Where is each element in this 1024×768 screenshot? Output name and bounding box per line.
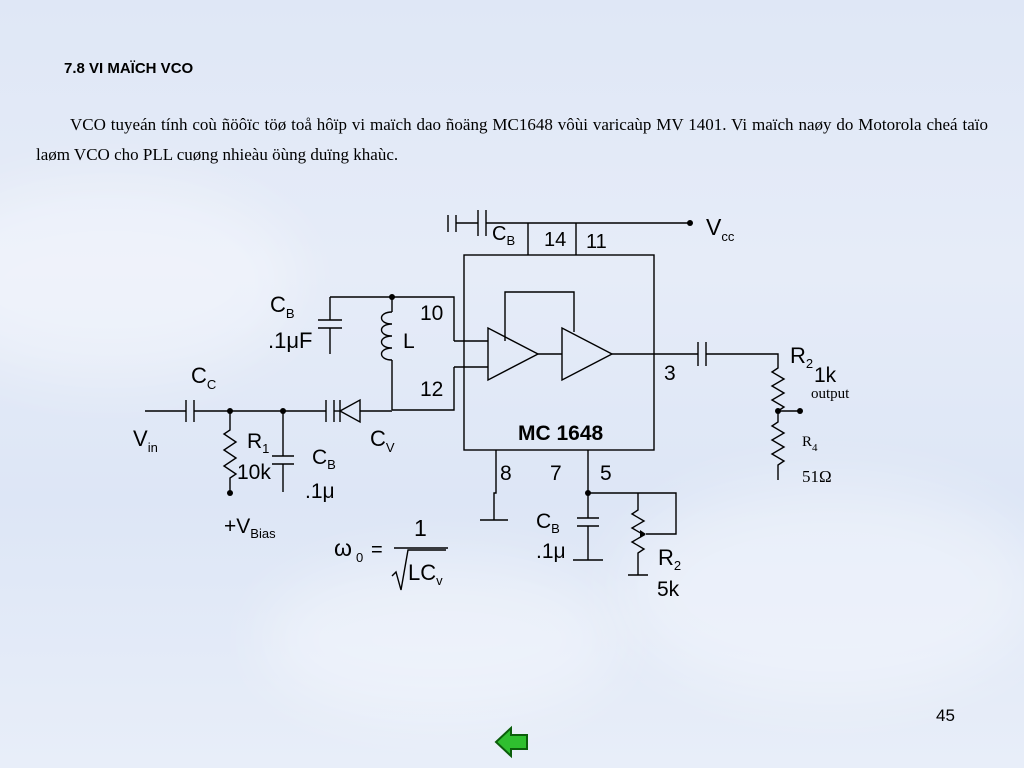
pin-7-label: 7 [550, 462, 562, 485]
r1-value: 10k [237, 461, 271, 484]
cc-label: CC [191, 363, 216, 392]
inductor-coil [380, 311, 393, 361]
formula-equals: = [371, 539, 383, 561]
pin-8-label: 8 [500, 462, 512, 485]
page-number: 45 [936, 706, 955, 725]
green-left-arrow-icon [494, 725, 528, 759]
inductor-label: L [403, 330, 415, 353]
r4-label: R4 [802, 434, 818, 454]
cb-pin5-value: .1μ [536, 540, 566, 563]
slide-body-text: VCO tuyeán tính coù ñöôïc töø toå hôïp v… [36, 115, 988, 164]
cv-label: CV [370, 426, 395, 455]
formula-omega-sub: 0 [356, 550, 363, 565]
vcc-label: Vcc [706, 214, 735, 244]
cb-tank-value: .1μF [268, 328, 312, 353]
cb-top-label: CB [492, 223, 515, 248]
pin-11-label: 11 [586, 231, 607, 253]
pin-12-label: 12 [420, 378, 443, 401]
cb-tank-label: CB [270, 292, 295, 321]
r2-pot-label: R2 [658, 545, 681, 573]
r2-out-label: R2 [790, 343, 813, 371]
amplifier-1 [487, 326, 540, 382]
pin-14-label: 14 [544, 229, 566, 251]
output-terminal [797, 408, 803, 414]
formula-denominator: LCv [408, 560, 443, 588]
pin-3-label: 3 [664, 362, 676, 385]
cb-pin5-label: CB [536, 510, 560, 536]
vcc-terminal [687, 220, 693, 226]
amplifier-2 [561, 326, 614, 382]
pin-10-label: 10 [420, 302, 443, 325]
r4-value: 51Ω [802, 467, 832, 486]
ic-body [463, 254, 655, 451]
ic-name: MC 1648 [518, 422, 604, 445]
formula-omega: ω [334, 535, 352, 561]
formula-numerator: 1 [414, 515, 427, 541]
varicap-diode [338, 398, 361, 424]
r2-out-value: 1k [814, 364, 837, 387]
back-button[interactable] [494, 724, 530, 760]
output-label: output [811, 386, 850, 402]
vbias-label: +VBias [224, 515, 276, 541]
r1-label: R1 [247, 430, 269, 456]
slide-title: 7.8 VI MAÏCH VCO [64, 60, 194, 77]
vin-label: Vin [133, 426, 158, 455]
cb-bias-value: .1μ [305, 480, 335, 503]
cb-bias-label: CB [312, 446, 336, 472]
pin-5-label: 5 [600, 462, 612, 485]
r2-pot-value: 5k [657, 578, 680, 601]
